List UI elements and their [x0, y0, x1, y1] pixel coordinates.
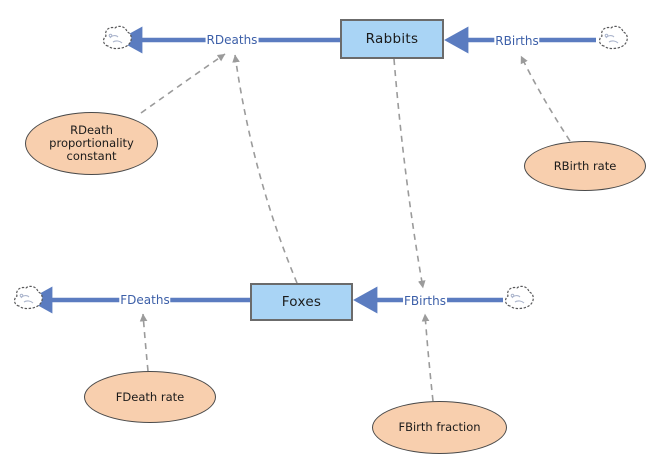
flow-label-fbirths[interactable]: FBirths [403, 294, 447, 308]
stock-rabbits[interactable]: Rabbits [340, 19, 444, 59]
link-rabbits-to-fbirths [393, 58, 426, 289]
link-fdeath-rate-to-fdeaths [139, 313, 149, 372]
link-rdeath-constant-to-rdeaths [140, 53, 226, 114]
stock-rabbits-label: Rabbits [365, 31, 419, 47]
cloud-icon[interactable] [100, 24, 134, 56]
flow-label-rdeaths[interactable]: RDeaths [205, 33, 259, 47]
converter-fbirth-fraction-label: FBirth fraction [398, 420, 481, 435]
cloud-icon[interactable] [11, 284, 45, 316]
link-foxes-to-rdeaths [232, 54, 298, 284]
cloud-icon[interactable] [502, 284, 536, 316]
stock-foxes[interactable]: Foxes [250, 283, 353, 321]
converter-fdeath-rate[interactable]: FDeath rate [84, 371, 216, 423]
link-fbirth-fraction-to-fbirths [421, 313, 434, 402]
flow-label-rbirths[interactable]: RBirths [494, 34, 540, 48]
converter-rbirth-rate[interactable]: RBirth rate [524, 141, 646, 191]
converter-rdeath-proportionality-constant-label: RDeath proportionality constant [49, 123, 134, 163]
link-rbirth-rate-to-rbirths [520, 55, 571, 142]
converter-fdeath-rate-label: FDeath rate [115, 389, 185, 404]
stock-foxes-label: Foxes [281, 294, 322, 310]
cloud-icon[interactable] [596, 24, 630, 56]
converter-fbirth-fraction[interactable]: FBirth fraction [372, 401, 507, 454]
converter-rdeath-proportionality-constant[interactable]: RDeath proportionality constant [25, 112, 158, 175]
converter-rbirth-rate-label: RBirth rate [553, 158, 617, 173]
flow-label-fdeaths[interactable]: FDeaths [119, 293, 171, 307]
